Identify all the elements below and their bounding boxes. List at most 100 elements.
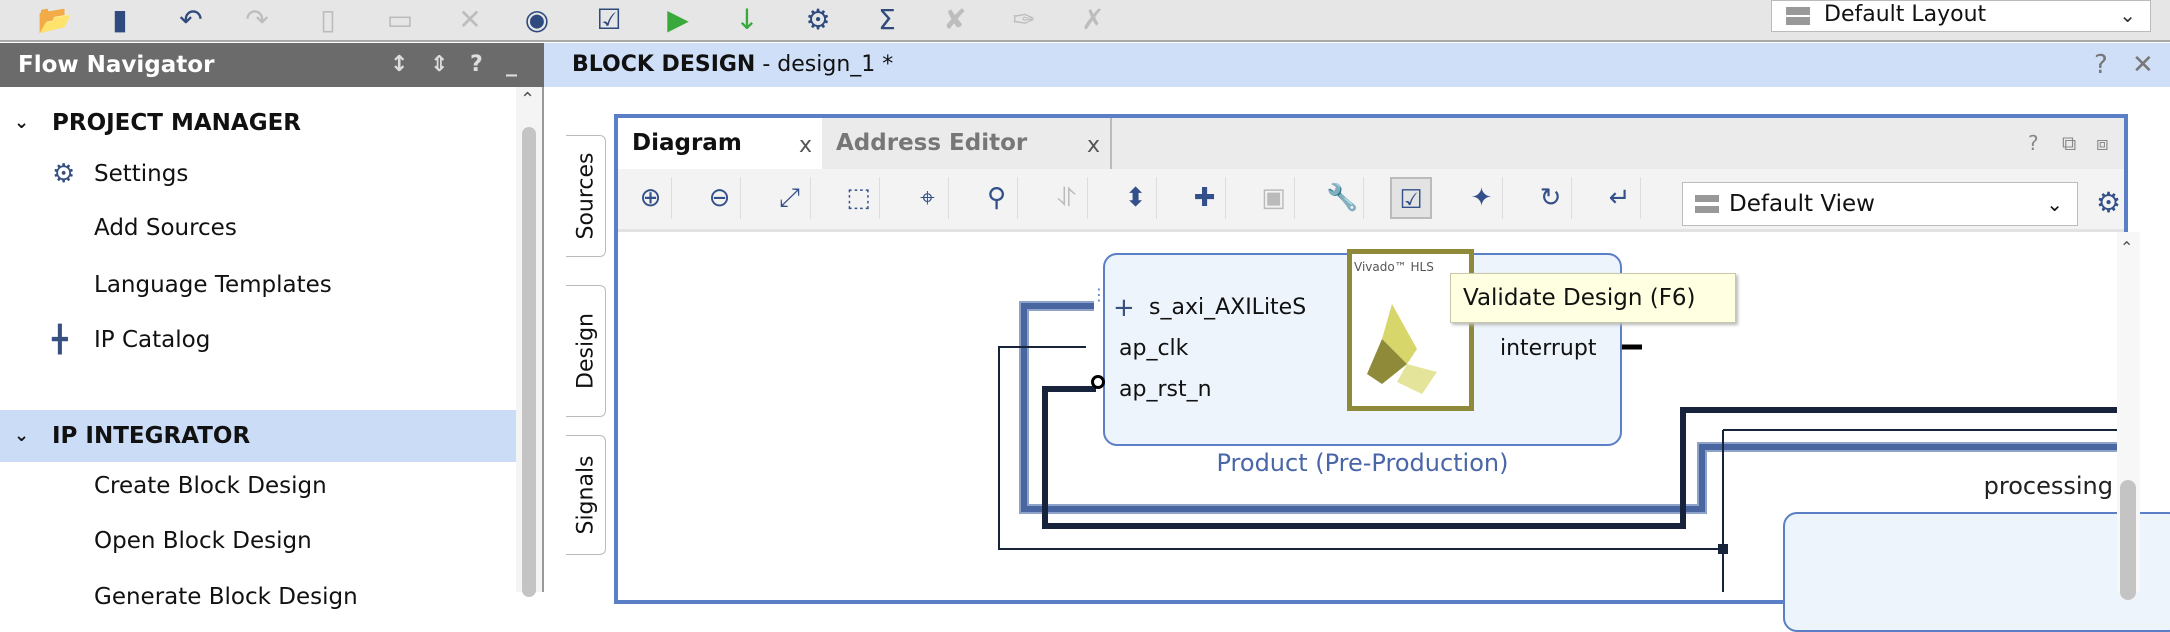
ip-chip-icon: ╋ (52, 325, 68, 355)
float-icon[interactable]: ⧈ (2096, 131, 2109, 155)
side-tab-label: Design (573, 313, 598, 389)
disabled-tool-3-icon[interactable]: ✗ (1081, 3, 1105, 36)
flow-navigator-title: Flow Navigator (18, 52, 215, 78)
restore-icon[interactable]: ⧉ (2062, 131, 2077, 155)
scroll-up-icon[interactable]: ⌃ (520, 89, 536, 110)
navigator-scrollbar[interactable]: ⌃ (516, 87, 544, 597)
help-icon[interactable]: ? (2094, 50, 2108, 80)
side-tab-label: Sources (573, 152, 598, 240)
nav-item-settings[interactable]: ⚙ Settings (0, 151, 516, 197)
zoom-in-icon[interactable]: ⊕ (630, 177, 672, 219)
sigma-report-icon[interactable]: Σ (878, 3, 896, 36)
nav-item-add-sources[interactable]: Add Sources (0, 205, 516, 251)
side-tab-design[interactable]: Design (566, 285, 606, 417)
regenerate-layout-icon[interactable]: ↵ (1599, 177, 1641, 219)
block-design-title: BLOCK DESIGN (572, 52, 756, 77)
nav-item-ip-catalog[interactable]: ╋ IP Catalog (0, 317, 516, 363)
open-project-icon[interactable]: 📂 (37, 3, 73, 36)
scrollbar-thumb[interactable] (522, 127, 536, 597)
expand-all-icon[interactable]: ⇕ (430, 52, 449, 77)
disabled-tool-2-icon[interactable]: ✑ (1012, 3, 1036, 36)
logo-text: Vivado™ HLS (1354, 260, 1434, 274)
processing-block-label: processing (1983, 472, 2113, 500)
side-tab-label: Signals (573, 455, 598, 535)
inverted-reset-pin (1091, 375, 1105, 389)
nav-item-label: Create Block Design (94, 473, 327, 499)
nav-item-language-templates[interactable]: Language Templates (0, 262, 516, 308)
help-icon[interactable]: ? (470, 52, 483, 77)
nav-item-label: Add Sources (94, 215, 237, 241)
chevron-down-icon: ⌄ (2046, 192, 2063, 216)
interface-handle-icon[interactable]: ⋮ (1091, 285, 1107, 304)
redo-icon[interactable]: ↷ (245, 3, 269, 36)
diagram-tab-bar: Diagram x Address Editor x ? ⧉ ⧈ (618, 118, 2124, 169)
pin-icon[interactable]: ✦ (1461, 177, 1503, 219)
section-label: IP INTEGRATOR (52, 423, 251, 449)
view-select-value: Default View (1729, 191, 1875, 217)
make-external-icon[interactable]: ▣ (1253, 177, 1295, 219)
port-s-axi[interactable]: s_axi_AXILiteS (1149, 295, 1307, 320)
section-project-manager[interactable]: ⌄ PROJECT MANAGER (0, 100, 516, 146)
add-ip-icon[interactable]: ✚ (1184, 177, 1226, 219)
refresh-icon[interactable]: ↻ (1530, 177, 1572, 219)
delete-icon[interactable]: ✕ (458, 3, 482, 36)
collapse-icon[interactable]: ⥯ (1046, 177, 1088, 219)
nav-item-create-block-design[interactable]: Create Block Design (0, 463, 516, 509)
chevron-down-icon: ⌄ (2119, 3, 2136, 27)
canvas-scrollbar[interactable]: ⌃ (2117, 232, 2140, 600)
disabled-tool-1-icon[interactable]: ✘ (943, 3, 967, 36)
section-ip-integrator[interactable]: ⌄ IP INTEGRATOR (0, 410, 516, 462)
nav-item-generate-block-design[interactable]: Generate Block Design (0, 574, 516, 620)
find-icon[interactable]: ◉ (524, 3, 550, 36)
block-design-name: - design_1 * (762, 52, 894, 77)
expand-icon[interactable]: ⬍ (1115, 177, 1157, 219)
processing-block[interactable] (1783, 512, 2170, 632)
search-icon[interactable]: ⚲ (976, 177, 1018, 219)
tab-label: Diagram (632, 130, 742, 156)
undo-icon[interactable]: ↶ (179, 3, 203, 36)
program-device-icon[interactable]: ↓ (735, 3, 759, 36)
port-ap-rst-n[interactable]: ap_rst_n (1119, 377, 1212, 402)
zoom-out-icon[interactable]: ⊖ (699, 177, 741, 219)
zoom-area-icon[interactable]: ⬚ (838, 177, 880, 219)
minimize-icon[interactable]: _ (506, 52, 517, 77)
zoom-fit-icon[interactable]: ⤢ (769, 177, 811, 219)
side-tab-signals[interactable]: Signals (566, 435, 606, 555)
copy-icon[interactable]: ▯ (320, 3, 336, 36)
chevron-down-icon: ⌄ (14, 112, 30, 133)
save-icon[interactable]: ▮ (112, 3, 128, 36)
close-tab-icon[interactable]: x (798, 133, 812, 158)
collapse-all-icon[interactable]: ↕ (390, 52, 409, 77)
scroll-up-icon[interactable]: ⌃ (2120, 238, 2134, 257)
tab-address-editor[interactable]: Address Editor x (822, 118, 1112, 169)
flow-navigator-tree: ⌄ PROJECT MANAGER ⚙ Settings Add Sources… (0, 87, 516, 610)
layout-select[interactable]: Default Layout ⌄ (1771, 0, 2151, 32)
help-icon[interactable]: ? (2028, 131, 2039, 155)
block-design-header: BLOCK DESIGN - design_1 * ? ✕ (544, 43, 2170, 87)
tab-label: Address Editor (836, 130, 1028, 156)
settings-icon[interactable]: ⚙ (805, 3, 831, 36)
side-tabs: Sources Design Signals (560, 87, 610, 592)
gear-icon[interactable]: ⚙ (2096, 186, 2122, 219)
port-ap-clk[interactable]: ap_clk (1119, 336, 1189, 361)
chevron-down-icon: ⌄ (14, 425, 30, 446)
layout-select-value: Default Layout (1824, 2, 1987, 27)
close-icon[interactable]: ✕ (2132, 50, 2154, 80)
scrollbar-thumb[interactable] (2120, 480, 2136, 600)
nav-item-open-block-design[interactable]: Open Block Design (0, 518, 516, 564)
side-tab-sources[interactable]: Sources (566, 135, 606, 257)
view-select[interactable]: Default View ⌄ (1682, 182, 2078, 226)
nav-item-label: Settings (94, 161, 189, 187)
layout-icon (1786, 7, 1810, 25)
port-interrupt[interactable]: interrupt (1500, 336, 1597, 361)
flow-navigator-header: Flow Navigator ↕ ⇕ ? _ (0, 43, 544, 87)
tab-diagram[interactable]: Diagram x (618, 118, 822, 169)
checkbox-report-icon[interactable]: ☑ (596, 3, 622, 36)
expand-interface-icon[interactable]: + (1113, 293, 1135, 323)
auto-fit-selection-icon[interactable]: ⌖ (907, 177, 949, 219)
close-tab-icon[interactable]: x (1086, 133, 1100, 158)
paste-icon[interactable]: ▭ (386, 3, 414, 36)
run-icon[interactable]: ▶ (667, 3, 689, 36)
wrench-icon[interactable]: 🔧 (1322, 177, 1364, 219)
validate-design-button[interactable]: ☑ (1390, 177, 1432, 219)
